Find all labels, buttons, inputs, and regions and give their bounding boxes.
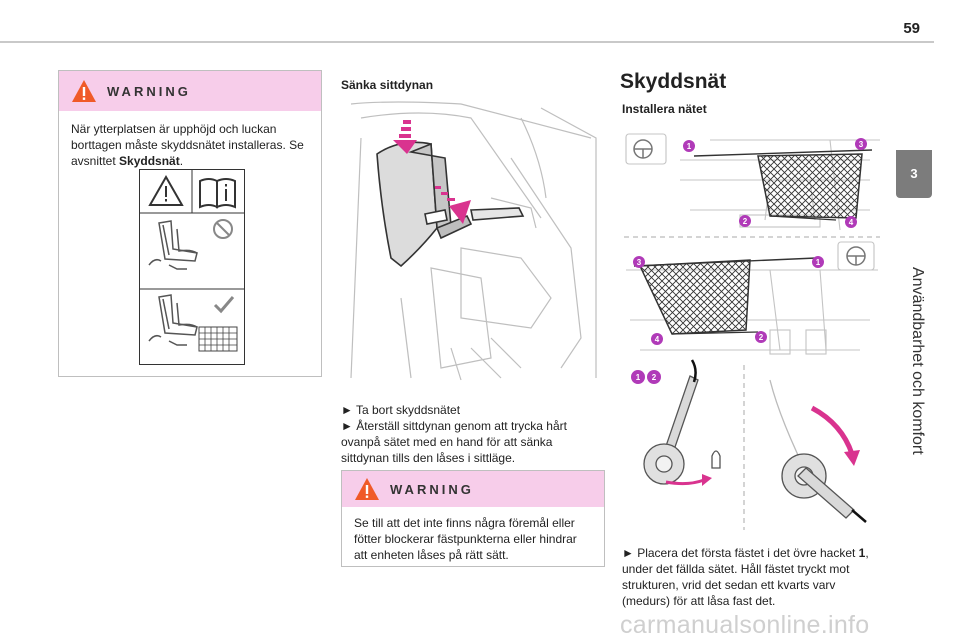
section-title-lower-cushion: Sänka sittdynan <box>341 78 434 92</box>
manual-book-icon <box>199 178 236 209</box>
callout-badge: 4 <box>845 216 857 228</box>
seat-forbidden-icon <box>148 219 233 270</box>
instruction-text: ► Placera det första fästet i det övre h… <box>622 546 859 560</box>
page-number: 59 <box>903 20 920 37</box>
callout-number: 3 <box>637 258 642 267</box>
warning-triangle-icon <box>355 478 379 500</box>
callout-number: 1 <box>687 142 692 151</box>
warning-title: WARNING <box>390 481 474 497</box>
warning-header: WARNING <box>59 71 321 111</box>
seat-allowed-icon <box>148 294 238 352</box>
warning-triangle-icon <box>72 80 96 102</box>
callout-badge: 2 <box>739 215 751 227</box>
warning-text-end: . <box>179 154 184 168</box>
seat-safety-pictogram <box>139 169 245 365</box>
callout-number: 3 <box>859 140 864 149</box>
callout-number: 1 <box>816 258 821 267</box>
instruction-item: ► Återställ sittdynan genom att trycka h… <box>341 419 567 465</box>
warning-box-middle: WARNING Se till att det inte finns några… <box>341 470 605 567</box>
warning-text: När ytterplatsen är upphöjd och luckan b… <box>59 111 321 169</box>
caution-triangle-icon <box>148 174 184 206</box>
steering-wheel-icon <box>837 241 875 271</box>
callout-number: 1 <box>636 373 641 382</box>
warning-text-main: När ytterplatsen är upphöjd och luckan b… <box>71 122 304 168</box>
net-installation-illustration: 1 3 2 4 3 1 4 2 <box>624 133 880 530</box>
callout-number: 4 <box>849 218 854 227</box>
instruction-hook-number: 1 <box>858 546 866 560</box>
folded-seat-cushion <box>376 141 525 268</box>
chapter-tab: 3 <box>896 150 932 198</box>
callout-number: 4 <box>655 335 660 344</box>
instruction-item: ► Ta bort skyddsnätet <box>341 403 461 417</box>
seat-lowering-illustration <box>350 101 597 381</box>
hook-insert-arrow-icon <box>665 478 705 486</box>
instruction-list: ► Ta bort skyddsnätet ► Återställ sittdy… <box>341 402 603 466</box>
callout-badge: 2 <box>647 370 661 384</box>
net-mid-view <box>638 259 751 335</box>
warning-header: WARNING <box>342 471 604 507</box>
callout-number: 2 <box>743 217 748 226</box>
instruction-text-end: , under det fällda sätet. Håll fästet tr… <box>622 546 869 608</box>
warning-title: WARNING <box>107 83 191 99</box>
callout-badge: 3 <box>855 138 867 150</box>
callout-badge: 2 <box>755 331 767 343</box>
install-instruction: ► Placera det första fästet i det övre h… <box>622 545 882 609</box>
callout-badge: 1 <box>812 256 824 268</box>
section-title-safety-net: Skyddsnät <box>620 70 727 93</box>
chapter-title: Användbarhet och komfort <box>909 267 926 455</box>
steering-wheel-icon <box>633 139 653 159</box>
warning-text: Se till att det inte finns några föremål… <box>354 516 577 562</box>
hook-detail-left <box>643 359 721 485</box>
callout-badge: 3 <box>633 256 645 268</box>
warning-box-left: WARNING När ytterplatsen är upphöjd och … <box>58 70 322 377</box>
rotate-quarter-turn-arrow-icon <box>810 405 855 455</box>
header-rule <box>0 41 934 43</box>
subtitle-install-net: Installera nätet <box>622 102 707 116</box>
callout-number: 2 <box>759 333 764 342</box>
watermark: carmanualsonline.info <box>620 611 870 639</box>
callout-number: 2 <box>652 373 657 382</box>
callout-badge: 1 <box>631 370 645 384</box>
hook-detail-right <box>769 379 867 523</box>
lower-cushion-arrow-icon <box>435 186 471 224</box>
warning-text-link: Skyddsnät <box>119 154 180 168</box>
callout-badge: 4 <box>651 333 663 345</box>
callout-badge: 1 <box>683 140 695 152</box>
net-top-view <box>757 153 863 219</box>
press-down-arrow-icon <box>393 120 417 154</box>
